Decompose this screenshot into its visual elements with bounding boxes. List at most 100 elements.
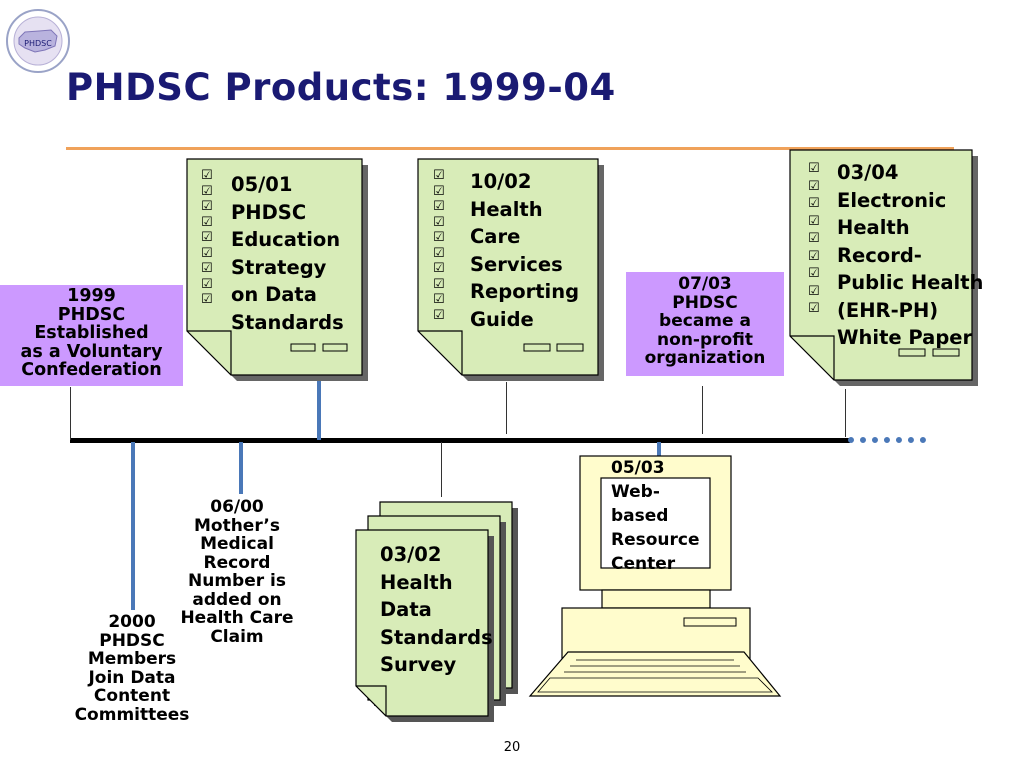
- survey-line: Health: [380, 570, 453, 594]
- connector-0501: [317, 377, 321, 440]
- doc-line: Standards: [231, 310, 344, 334]
- callout-2000: 2000 PHDSC Members Join Data Content Com…: [62, 613, 202, 724]
- checkbox-icon: ☑: [433, 199, 445, 214]
- document-1002-checkboxes: ☑☑☑☑☑☑☑☑☑☑: [433, 168, 445, 323]
- doc-line: PHDSC: [231, 200, 307, 224]
- doc-line: Strategy: [231, 255, 327, 279]
- checkbox-icon: ☑: [808, 213, 820, 229]
- document-0501-shape: [186, 158, 368, 381]
- checkbox-icon: ☑: [201, 168, 213, 183]
- callout-line: Record: [203, 552, 271, 573]
- callout-line: Claim: [210, 626, 264, 647]
- checkbox-icon: ☑: [201, 292, 213, 307]
- survey-line: 03/02: [380, 543, 442, 566]
- checkbox-icon: ☑: [808, 283, 820, 299]
- survey-text: 03/02 Health Data Standards Survey: [380, 541, 493, 679]
- milestone-line: PHDSC: [672, 292, 738, 313]
- checkbox-icon: ☑: [808, 248, 820, 264]
- doc-line: Record-: [837, 243, 922, 267]
- checkbox-icon: ☑: [433, 183, 445, 199]
- milestone-line: 07/03: [678, 274, 732, 294]
- connector-1999: [70, 387, 71, 440]
- checkbox-icon: ☑: [808, 178, 820, 194]
- checkbox-icon: ☑: [433, 261, 445, 276]
- doc-line: Electronic: [837, 188, 947, 212]
- computer-line: Resource: [611, 530, 700, 550]
- doc-line: Health: [837, 216, 910, 239]
- checkbox-icon: ☑: [433, 276, 445, 292]
- callout-line: Content: [93, 686, 171, 706]
- callout-line: Medical: [200, 534, 274, 554]
- callout-line: PHDSC: [99, 630, 165, 651]
- doc-line: Reporting: [470, 280, 580, 303]
- doc-line: (EHR-PH): [837, 298, 939, 322]
- page-number: 20: [503, 740, 521, 755]
- survey-line: Data: [380, 598, 432, 621]
- checkbox-icon: ☑: [433, 230, 445, 245]
- computer-line: 05/03: [611, 458, 665, 478]
- checkbox-icon: ☑: [433, 292, 445, 307]
- computer-line: Web-: [611, 482, 660, 502]
- checkbox-icon: ☑: [201, 183, 213, 199]
- milestone-line: as a Voluntary: [20, 341, 163, 362]
- callout-line: Health Care: [180, 608, 294, 628]
- milestone-line: non-profit: [657, 329, 753, 350]
- callout-line: added on: [192, 589, 282, 610]
- document-0304-shape: [789, 149, 978, 386]
- checkbox-icon: ☑: [201, 261, 213, 276]
- connector-2000: [131, 442, 135, 610]
- checkbox-icon: ☑: [808, 161, 820, 176]
- survey-line: Survey: [380, 653, 457, 676]
- milestone-line: became a: [659, 311, 751, 331]
- milestone-0703-box: 07/03 PHDSC became a non-profit organiza…: [626, 272, 784, 376]
- checkbox-icon: ☑: [201, 276, 213, 292]
- callout-line: 2000: [108, 612, 156, 632]
- connector-0600: [239, 442, 243, 494]
- document-0501-text: 05/01 PHDSC Education Strategy on Data S…: [231, 171, 344, 336]
- computer-line: Center: [611, 554, 676, 574]
- doc-line: on Data: [231, 283, 317, 306]
- callout-line: Mother’s: [193, 515, 281, 536]
- callout-line: Number is: [188, 571, 286, 591]
- callout-line: 06/00: [210, 497, 264, 517]
- doc-line: White Paper: [837, 326, 973, 349]
- document-0304-checkboxes: ☑☑☑☑☑☑☑☑☑: [808, 160, 820, 318]
- document-1002-text: 10/02 Health Care Services Reporting Gui…: [470, 168, 579, 333]
- milestone-line: Established: [34, 323, 149, 344]
- connector-0703: [702, 386, 703, 434]
- timeline-continuation-dots: [848, 437, 926, 443]
- doc-line: Care: [470, 225, 521, 248]
- doc-line: Education: [231, 228, 341, 251]
- survey-stack-shape: [355, 501, 518, 722]
- milestone-line: 1999: [67, 286, 116, 306]
- doc-line: Guide: [470, 307, 534, 331]
- callout-line: Committees: [74, 704, 190, 725]
- checkbox-icon: ☑: [433, 214, 445, 230]
- checkbox-icon: ☑: [201, 230, 213, 245]
- doc-line: 03/04: [837, 161, 899, 184]
- slide-title: PHDSC Products: 1999-04: [66, 66, 616, 109]
- doc-line: Health: [470, 197, 543, 221]
- checkbox-icon: ☑: [808, 266, 820, 281]
- computer-icon: [528, 455, 782, 697]
- doc-line: Public Health: [837, 271, 984, 294]
- milestone-line: PHDSC: [57, 304, 126, 325]
- connector-0503: [657, 442, 661, 456]
- checkbox-icon: ☑: [808, 301, 820, 316]
- milestone-1999-box: 1999 PHDSC Established as a Voluntary Co…: [0, 285, 183, 386]
- document-0501-checkboxes: ☑☑☑☑☑☑☑☑☑: [201, 168, 213, 308]
- checkbox-icon: ☑: [808, 231, 820, 246]
- connector-1002: [506, 382, 507, 434]
- document-0304-text: 03/04 Electronic Health Record- Public H…: [837, 159, 983, 352]
- checkbox-icon: ☑: [201, 199, 213, 214]
- callout-line: Members: [87, 649, 177, 669]
- connector-0302: [441, 442, 442, 497]
- computer-screen-text: 05/03 Web- based Resource Center: [611, 456, 700, 576]
- title-rule: [66, 147, 954, 150]
- doc-line: Services: [470, 252, 563, 276]
- document-1002-shape: [417, 158, 604, 381]
- phdsc-seal-logo-icon: PHDSC: [6, 9, 70, 73]
- timeline-axis: [70, 438, 850, 443]
- checkbox-icon: ☑: [201, 245, 213, 261]
- checkbox-icon: ☑: [201, 214, 213, 230]
